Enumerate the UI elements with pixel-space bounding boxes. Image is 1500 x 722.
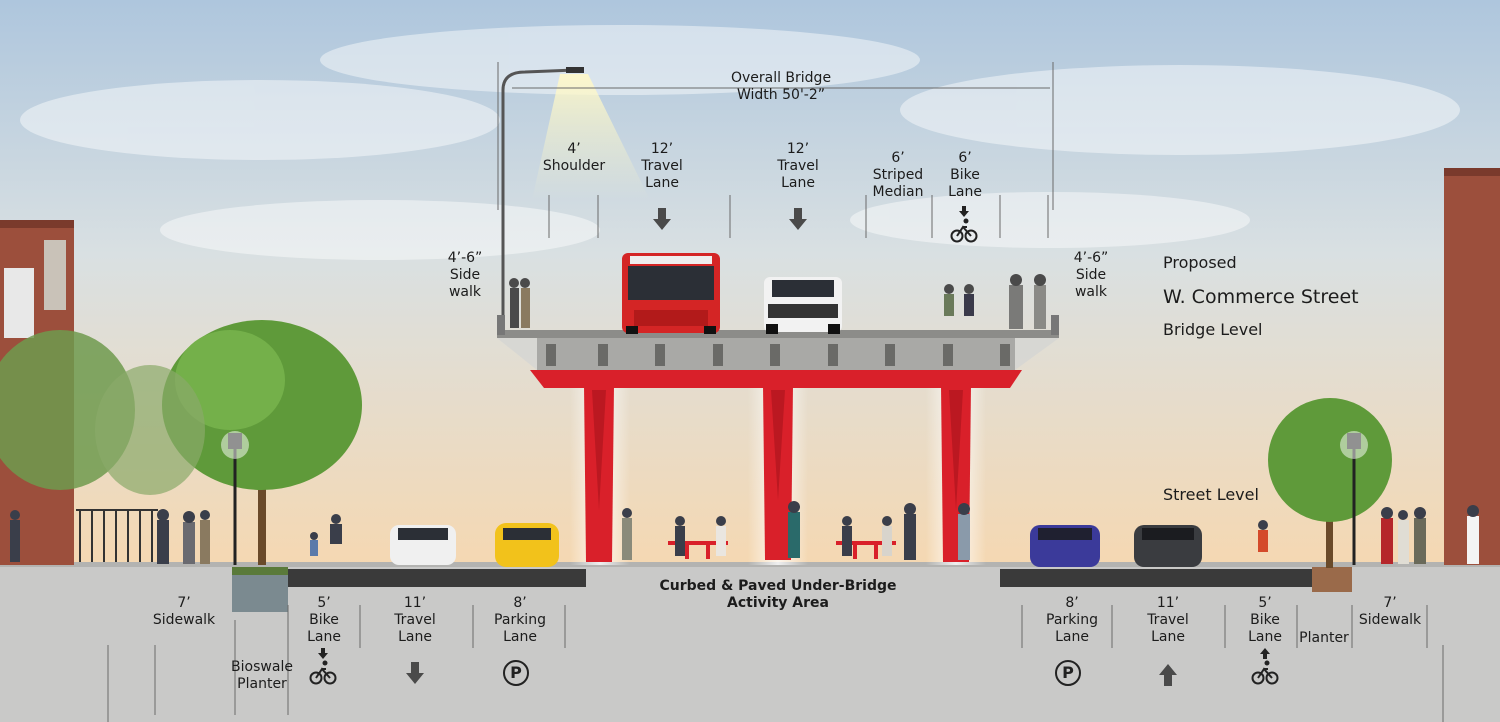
bike-down-icon bbox=[950, 206, 978, 243]
bridge-bike-lane-label: 6’ Bike Lane bbox=[948, 150, 982, 200]
clouds bbox=[20, 25, 1460, 260]
bike-lane-right-label: 5’ Bike Lane bbox=[1248, 595, 1282, 645]
sidewalk-right-label: 7’ Sidewalk bbox=[1358, 595, 1422, 628]
fence bbox=[76, 509, 158, 562]
parking-icon: P bbox=[1055, 660, 1081, 686]
title-proposed: Proposed bbox=[1163, 253, 1237, 272]
arrow-down-icon bbox=[653, 208, 671, 230]
travel-lane-right-label: 11’ Travel Lane bbox=[1147, 595, 1189, 645]
street-pavement-left bbox=[288, 569, 586, 587]
sidewalk-left-label: 7’ Sidewalk bbox=[152, 595, 216, 628]
bridge-cap-beam bbox=[530, 370, 1022, 388]
title-street-name: W. Commerce Street bbox=[1163, 286, 1359, 308]
overall-bridge-width-label: Overall Bridge Width 50'-2” bbox=[730, 70, 832, 103]
bridge-sidewalk-right-label: 4’-6” Side walk bbox=[1073, 250, 1109, 300]
parking-lane-left-label: 8’ Parking Lane bbox=[494, 595, 546, 645]
travel-lane-2-label: 12’ Travel Lane bbox=[777, 141, 819, 191]
travel-lane-left-label: 11’ Travel Lane bbox=[394, 595, 436, 645]
dimension-lines bbox=[107, 62, 1444, 722]
planter-right-label: Planter bbox=[1299, 630, 1349, 646]
bridge-people bbox=[509, 274, 1046, 329]
arrow-down-icon bbox=[789, 208, 807, 230]
car-yellow bbox=[495, 523, 559, 567]
shoulder-label: 4’ Shoulder bbox=[542, 141, 606, 174]
bike-down-icon bbox=[309, 648, 337, 685]
parking-icon: P bbox=[503, 660, 529, 686]
tree-left-large bbox=[162, 320, 362, 565]
car-blue bbox=[1030, 525, 1100, 567]
street-lamp-right bbox=[1340, 431, 1368, 565]
striped-median-label: 6’ Striped Median bbox=[872, 150, 924, 200]
bike-up-icon bbox=[1251, 648, 1279, 685]
street-people bbox=[10, 501, 1479, 564]
planter-right bbox=[1312, 567, 1352, 592]
arrow-down-icon bbox=[406, 662, 424, 684]
under-bridge-activity-label: Curbed & Paved Under-Bridge Activity Are… bbox=[659, 578, 897, 611]
street-level-label: Street Level bbox=[1163, 485, 1259, 504]
building-right bbox=[1444, 168, 1500, 565]
tree-right bbox=[1268, 398, 1392, 568]
bike-lane-left-label: 5’ Bike Lane bbox=[307, 595, 341, 645]
title-bridge-level: Bridge Level bbox=[1163, 320, 1263, 339]
travel-lane-1-label: 12’ Travel Lane bbox=[641, 141, 683, 191]
car-white-left bbox=[390, 525, 456, 565]
picnic-tables bbox=[668, 541, 896, 559]
arrow-up-icon bbox=[1159, 664, 1177, 686]
bus bbox=[622, 253, 720, 334]
tree-left-back bbox=[0, 330, 205, 495]
car-dark bbox=[1134, 525, 1202, 567]
pickup-truck bbox=[764, 277, 842, 334]
street-pavement-right bbox=[1000, 569, 1312, 587]
bridge-light-pole bbox=[501, 67, 650, 330]
bioswale-planter-label: Bioswale Planter bbox=[231, 659, 293, 692]
bridge-sidewalk-left-label: 4’-6” Side walk bbox=[447, 250, 483, 300]
parking-lane-right-label: 8’ Parking Lane bbox=[1046, 595, 1098, 645]
street-lamp-left bbox=[221, 431, 249, 565]
